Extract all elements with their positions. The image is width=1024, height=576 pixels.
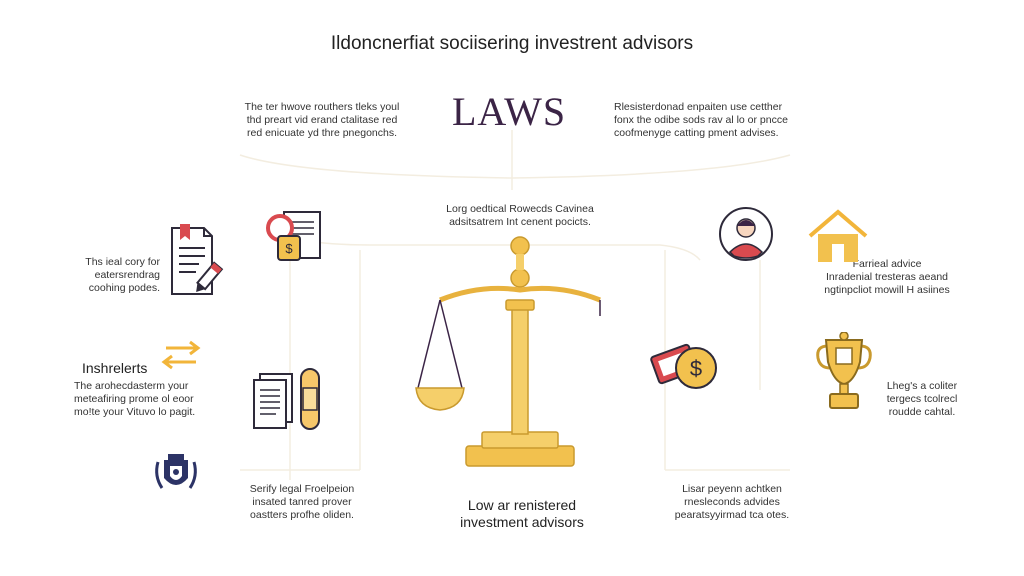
text-line: Serify legal Froelpeion (249, 483, 355, 495)
left-1-text: Ths ieal cory for eatersrendrag coohing … (60, 256, 160, 295)
left-2-heading: Inshrelerts (82, 360, 148, 376)
laws-heading: LAWS (452, 89, 567, 134)
text-line: meteafiring prome ol eoor (74, 393, 194, 405)
text-line: Lheg's a coliter (886, 380, 958, 392)
documents-icon (250, 370, 296, 432)
text-line: Farrieal advice (852, 258, 922, 270)
text-line: insated tanred prover (252, 496, 352, 508)
arrows-exchange-icon (160, 338, 202, 372)
text-line: Lorg oedtical Rowecds Cavinea (446, 203, 594, 215)
text-line: roudde cahtal. (888, 406, 956, 418)
dollar-coin-icon: $ (650, 338, 720, 396)
text-line: The arohecdasterm your (74, 380, 189, 392)
text-line: Rlesisterdonad enpaiten use cetther (614, 101, 783, 113)
trophy-icon (814, 332, 874, 414)
text-line: Ths ieal cory for (85, 256, 160, 268)
svg-text:$: $ (285, 241, 293, 256)
page-title: Ildoncnerfiat sociisering investrent adv… (330, 33, 694, 54)
text-line: ngtinpcliot mowill H asiines (824, 284, 950, 296)
right-2-text: Lheg's a coliter tergecs tcolrecl roudde… (872, 380, 972, 419)
top-right-text: Rlesisterdonad enpaiten use cetther fonx… (614, 101, 814, 140)
left-2-text: The arohecdasterm your meteafiring prome… (74, 380, 214, 419)
badges-icon: $ (262, 206, 328, 266)
svg-text:$: $ (690, 356, 702, 381)
text-line: pearatsyyirmad tca otes. (674, 509, 790, 521)
left-3-text: Serify legal Froelpeion insated tanred p… (232, 483, 372, 522)
text-line: Inradenial tresteras aeand (826, 271, 948, 283)
text-line: eatersrendrag (94, 269, 160, 281)
text-line: mo!te your Vituvo lo pagit. (74, 406, 196, 418)
person-avatar-icon (718, 206, 774, 262)
text-line: coohing podes. (88, 282, 160, 294)
text-line: coofmenyge catting pment advises. (614, 127, 779, 139)
document-pen-icon (166, 222, 236, 300)
bottom-center-text: Low ar renistered investment advisors (437, 497, 607, 531)
center-top-text: Lorg oedtical Rowecds Cavinea adsitsatre… (430, 203, 610, 229)
text-line: red enicuate yd thre pnegonchs. (246, 127, 398, 139)
text-line: investment advisors (460, 514, 584, 530)
crest-icon (150, 452, 202, 498)
top-left-text: The ter hwove routhers tleks youl thd pr… (232, 101, 412, 140)
house-icon (806, 208, 870, 264)
text-line: adsitsatrem Int cenent pocicts. (449, 216, 591, 228)
text-line: Lisar peyenn achtken (682, 483, 782, 495)
text-line: fonx the odibe sods rav al lo or pncce (614, 114, 788, 126)
text-line: thd preart vid erand ctalitase red (246, 114, 398, 126)
bottom-right-text: Lisar peyenn achtken rnesleconds advides… (662, 483, 802, 522)
text-line: tergecs tcolrecl (886, 393, 958, 405)
text-line: Low ar renistered (467, 497, 577, 513)
text-line: oastters profhe oliden. (250, 509, 354, 521)
bandage-icon (298, 366, 322, 432)
scales-icon (410, 234, 620, 470)
text-line: rnesleconds advides (684, 496, 780, 508)
text-line: The ter hwove routhers tleks youl (244, 101, 400, 113)
right-1-text: Farrieal advice Inradenial tresteras aea… (812, 258, 962, 297)
